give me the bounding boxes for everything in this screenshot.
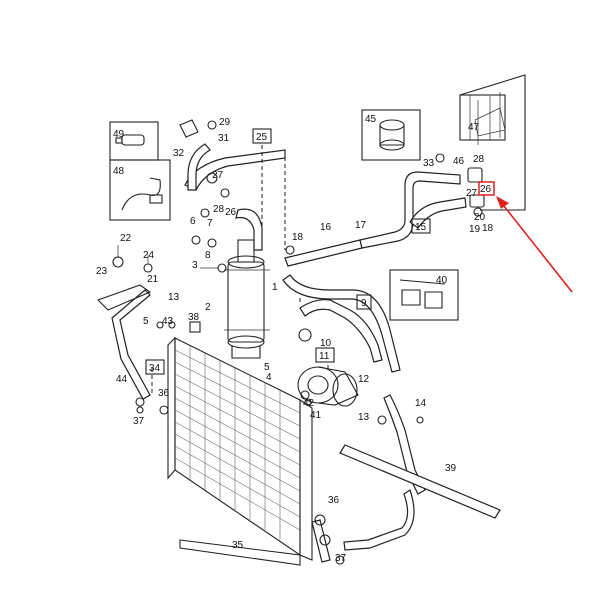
label-8: 8	[205, 250, 211, 261]
label-10: 10	[320, 338, 332, 349]
label-28b: 28	[473, 154, 485, 165]
label-27a: 27	[212, 170, 224, 181]
label-21: 21	[147, 274, 159, 285]
label-22: 22	[120, 233, 132, 244]
highlight: 26	[478, 181, 573, 293]
label-5a: 5	[143, 316, 149, 327]
label-31: 31	[218, 133, 230, 144]
label-45: 45	[365, 114, 377, 125]
label-42: 42	[303, 398, 315, 409]
label-39: 39	[445, 463, 457, 474]
firewall-47	[459, 74, 526, 211]
label-37a: 37	[133, 416, 145, 427]
label-43: 43	[162, 316, 174, 327]
label-7: 7	[207, 218, 213, 229]
part-labels: 1 2 3 4 5 5 6 7 8 10 12 13 13 14 16 17 1…	[96, 114, 494, 564]
label-28a: 28	[213, 204, 225, 215]
inset-48	[109, 159, 171, 221]
label-18a: 18	[292, 232, 304, 243]
red-arrow-head	[496, 196, 509, 209]
label-32: 32	[173, 148, 185, 159]
label-11: 11	[319, 351, 330, 362]
label-29: 29	[219, 117, 231, 128]
red-arrow-line	[499, 200, 573, 293]
hoses	[111, 143, 467, 563]
label-25: 25	[256, 132, 268, 143]
label-34: 34	[149, 363, 161, 374]
receiver-drier	[224, 239, 270, 359]
inset-49	[109, 121, 159, 161]
inset-40	[389, 269, 459, 321]
label-4: 4	[266, 372, 272, 383]
boxed-labels: 25 15 9 11 34	[145, 128, 431, 375]
label-12: 12	[358, 374, 370, 385]
label-19: 19	[469, 224, 481, 235]
label-40: 40	[436, 275, 448, 286]
label-6: 6	[190, 216, 196, 227]
label-9: 9	[361, 298, 367, 309]
inset-45	[361, 109, 421, 161]
label-14: 14	[415, 398, 427, 409]
label-48: 48	[113, 166, 125, 177]
label-35: 35	[232, 540, 244, 551]
label-13a: 13	[168, 292, 180, 303]
label-46: 46	[453, 156, 465, 167]
label-24: 24	[143, 250, 155, 261]
label-13b: 13	[358, 412, 370, 423]
bracket-assembly	[96, 245, 153, 311]
label-1: 1	[272, 282, 278, 293]
label-2: 2	[205, 302, 211, 313]
label-5b: 5	[264, 362, 270, 373]
label-41: 41	[310, 410, 322, 421]
label-33: 33	[423, 158, 435, 169]
label-23: 23	[96, 266, 108, 277]
condenser	[167, 336, 313, 566]
label-27b: 27	[466, 188, 478, 199]
label-47: 47	[468, 122, 480, 133]
highlight-box	[478, 181, 495, 196]
label-16: 16	[320, 222, 332, 233]
label-26a: 26	[225, 207, 237, 218]
label-18b: 18	[482, 223, 494, 234]
fittings-right	[435, 153, 485, 217]
label-15: 15	[415, 222, 427, 233]
small-parts-left	[135, 119, 424, 565]
label-37b: 37	[335, 553, 347, 564]
label-3: 3	[192, 260, 198, 271]
label-36a: 36	[158, 388, 170, 399]
label-44: 44	[116, 374, 128, 385]
label-26b: 26	[480, 184, 492, 195]
compressor	[297, 366, 359, 407]
label-17: 17	[355, 220, 367, 231]
label-38: 38	[188, 312, 200, 323]
label-36b: 36	[328, 495, 340, 506]
hose-39	[339, 444, 501, 519]
label-20: 20	[474, 212, 486, 223]
label-49: 49	[113, 129, 125, 140]
